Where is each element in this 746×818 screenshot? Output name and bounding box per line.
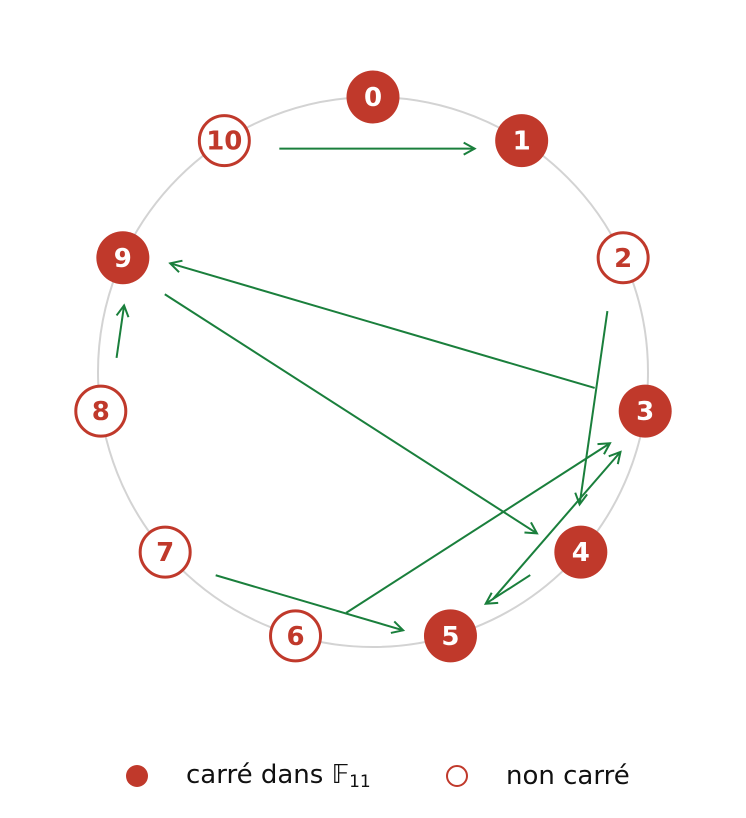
node-5: 5: [423, 609, 477, 663]
node-9: 9: [96, 231, 150, 285]
edge-arrow-6-to-3: [345, 443, 610, 614]
node-circle-filled: [618, 384, 672, 438]
legend-marker-filled: [126, 765, 148, 787]
node-label: 9: [114, 244, 132, 274]
node-label: 6: [286, 622, 304, 652]
node-label: 4: [572, 538, 590, 568]
node-circle-filled: [495, 114, 549, 168]
legend-label-nonsquare: non carré: [506, 761, 630, 791]
node-label: 0: [364, 83, 382, 113]
legend: carré dans 𝔽11 non carré: [0, 752, 746, 800]
node-circle-hollow: [596, 231, 650, 285]
node-label: 2: [614, 244, 632, 274]
node-label: 8: [92, 397, 110, 427]
node-1: 1: [495, 114, 549, 168]
node-6: 6: [269, 609, 323, 663]
node-4: 4: [554, 525, 608, 579]
node-circle-filled: [423, 609, 477, 663]
edges-layer: [115, 149, 621, 631]
edge-arrow-5-to-3: [491, 452, 621, 601]
edge-arrow-8-to-9: [115, 305, 125, 358]
legend-label-square: carré dans 𝔽11: [186, 760, 371, 792]
legend-item-square: carré dans 𝔽11: [126, 752, 371, 800]
node-7: 7: [138, 525, 192, 579]
node-label: 3: [636, 397, 654, 427]
edge-arrow-3-to-9: [170, 263, 595, 389]
node-label: 7: [156, 538, 174, 568]
edge-arrow-9-to-4: [164, 293, 537, 533]
node-circle-hollow: [269, 609, 323, 663]
edge-arrow-7-to-5: [215, 574, 403, 630]
node-circle-filled: [96, 231, 150, 285]
node-circle-hollow: [74, 384, 128, 438]
legend-marker-hollow: [446, 765, 468, 787]
node-0: 0: [346, 70, 400, 124]
node-label: 5: [441, 622, 459, 652]
node-circle-filled: [554, 525, 608, 579]
node-3: 3: [618, 384, 672, 438]
node-circle-hollow: [138, 525, 192, 579]
nodes-layer: 0 1 2 3 4 5 6 7 8 9 10: [74, 70, 672, 663]
node-2: 2: [596, 231, 650, 285]
edge-arrow-4-to-5: [486, 574, 531, 604]
node-label: 10: [206, 127, 242, 157]
node-10: 10: [197, 114, 251, 168]
node-circle-filled: [346, 70, 400, 124]
edge-arrow-2-to-4: [580, 310, 609, 504]
node-label: 1: [513, 127, 531, 157]
node-8: 8: [74, 384, 128, 438]
legend-item-nonsquare: non carré: [446, 752, 630, 800]
node-circle-hollow: [197, 114, 251, 168]
